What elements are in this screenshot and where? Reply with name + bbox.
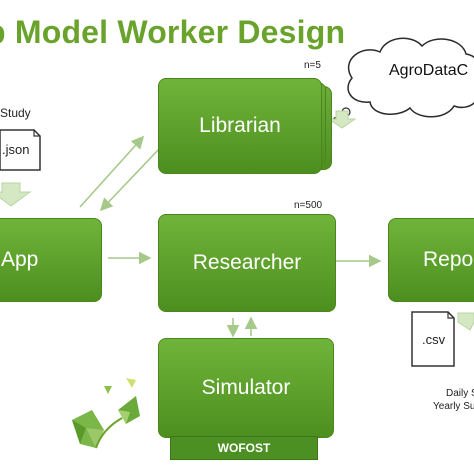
block-arrow-output	[457, 312, 474, 331]
output-line-1: Daily S	[446, 388, 474, 399]
app-node[interactable]: App	[0, 218, 102, 302]
cloud-shape	[332, 37, 474, 124]
simulator-node[interactable]: Simulator	[158, 338, 334, 438]
study-document-shape	[0, 129, 41, 171]
librarian-count: n=5	[304, 60, 321, 71]
researcher-node[interactable]: Researcher	[158, 214, 336, 312]
study-file-label: .json	[2, 142, 30, 157]
reporter-label: Repo	[423, 248, 474, 271]
csv-file-label: .csv	[422, 332, 446, 347]
researcher-count: n=500	[294, 200, 323, 211]
block-arrow-study	[0, 182, 32, 207]
arrow-app-to-librarian	[79, 135, 145, 208]
simulator-label: Simulator	[201, 376, 291, 399]
reporter-node[interactable]: Repo	[388, 218, 474, 302]
sprout-logo	[72, 378, 140, 449]
page-title: p Model Worker Design	[0, 14, 346, 50]
librarian-label: Librarian	[199, 114, 281, 137]
app-label: App	[1, 248, 39, 271]
wofost-bar: WOFOST	[170, 436, 318, 460]
cloud-label: AgroDataC	[389, 62, 469, 79]
output-line-2: Yearly Su	[433, 401, 474, 412]
arrow-librarian-to-app	[99, 147, 161, 212]
librarian-node[interactable]: Librarian	[158, 78, 322, 174]
block-arrow-cloud	[327, 110, 357, 129]
study-label: Study	[0, 106, 31, 120]
researcher-label: Researcher	[192, 251, 302, 274]
csv-document-shape	[411, 311, 455, 367]
